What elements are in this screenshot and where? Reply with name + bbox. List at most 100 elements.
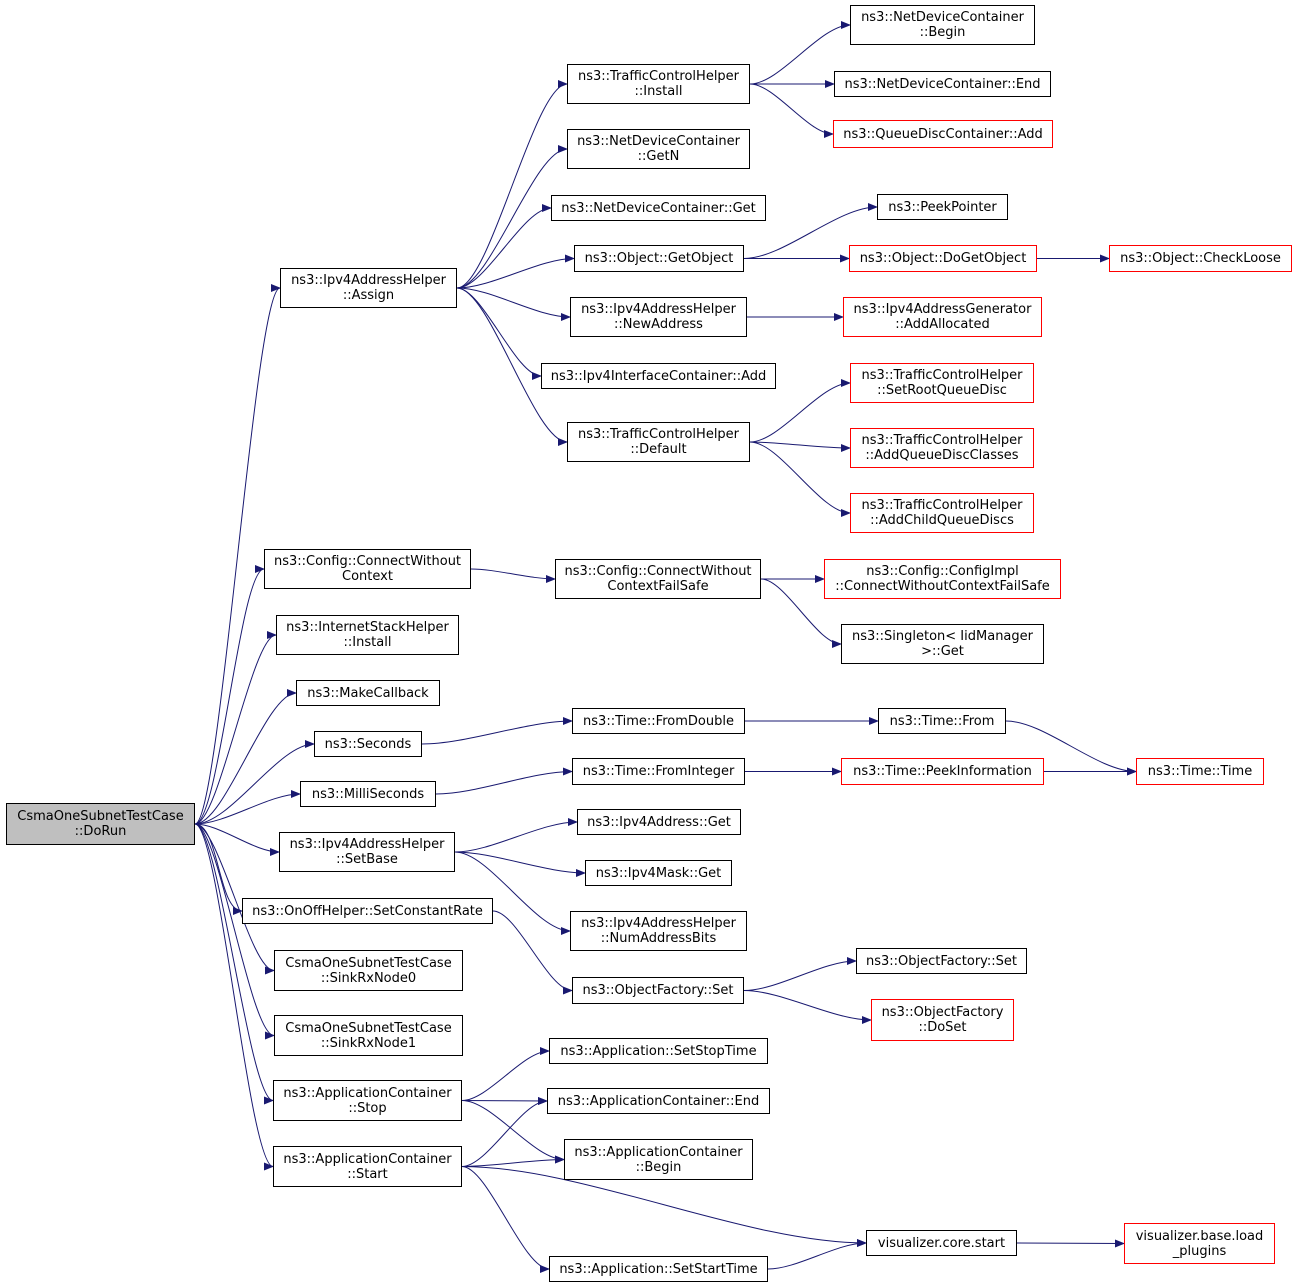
node-label: Context (342, 569, 393, 584)
edge-tch-install-to-qdc-add (749, 83, 834, 138)
node-label: ::GetN (637, 149, 680, 164)
node-obj-dogetobject[interactable]: ns3::Object::DoGetObject (849, 245, 1037, 272)
node-label: ns3::ApplicationContainer (283, 1151, 452, 1167)
node-label: ns3::ObjectFactory::Set (582, 983, 734, 998)
node-ipv4-newaddress[interactable]: ns3::Ipv4AddressHelper::NewAddress (570, 297, 747, 337)
node-label: ContextFailSafe (607, 579, 709, 594)
node-label: ns3::Config::ConnectWithout (273, 554, 462, 569)
edge-root-to-seconds (194, 740, 315, 825)
node-label: ns3::InternetStackHelper (286, 620, 449, 635)
node-label: ::DoRun (74, 824, 127, 839)
node-ac-begin[interactable]: ns3::ApplicationContainer::Begin (564, 1139, 753, 1180)
node-ipv4-assign[interactable]: ns3::Ipv4AddressHelper::Assign (280, 268, 457, 308)
node-label: ns3::Config::ConnectWithout (564, 564, 752, 579)
node-configimpl-cwcfs[interactable]: ns3::Config::ConfigImpl::ConnectWithoutC… (824, 559, 1061, 599)
node-label: ns3::Time::PeekInformation (853, 764, 1032, 779)
node-label: ns3::MakeCallback (307, 685, 429, 701)
edge-obj-getobject-to-peekpointer (743, 203, 878, 259)
node-label: ns3::ObjectFactory::Set (865, 953, 1018, 969)
node-ipv4gen-addallocated[interactable]: ns3::Ipv4AddressGenerator::AddAllocated (843, 297, 1042, 337)
node-sink0[interactable]: CsmaOneSubnetTestCase::SinkRxNode0 (274, 950, 463, 991)
node-ac-start[interactable]: ns3::ApplicationContainer::Start (273, 1146, 462, 1187)
edge-root-to-ac-stop (194, 823, 274, 1105)
node-ish-install[interactable]: ns3::InternetStackHelper::Install (276, 615, 459, 655)
node-label: ns3::Ipv4Address::Get (587, 814, 731, 830)
edge-ipv4-assign-to-tch-default (456, 287, 568, 446)
node-viz-load[interactable]: visualizer.base.load_plugins (1124, 1223, 1275, 1264)
node-label: ns3::TrafficControlHelper (577, 69, 740, 84)
node-peekpointer[interactable]: ns3::PeekPointer (877, 194, 1008, 220)
node-time-from[interactable]: ns3::Time::From (878, 708, 1006, 734)
node-label: ::SinkRxNode0 (320, 970, 417, 986)
node-label: ns3::Ipv4AddressGenerator (853, 302, 1032, 317)
edge-viz-start-to-viz-load (1016, 1239, 1125, 1248)
edge-ipv4-assign-to-ndc-get (456, 204, 552, 289)
node-label: ns3::MilliSeconds (311, 786, 425, 802)
node-time-frominteger[interactable]: ns3::Time::FromInteger (572, 758, 745, 785)
node-ac-end[interactable]: ns3::ApplicationContainer::End (547, 1088, 770, 1114)
edge-ipv4-assign-to-ipv4-newaddress (456, 287, 571, 321)
edge-root-to-makecallback (194, 689, 297, 825)
node-label: ns3::Application::SetStartTime (559, 1261, 758, 1277)
node-label: ::AddAllocated (895, 317, 990, 332)
edge-app-setstart-to-viz-start (767, 1239, 867, 1270)
node-ipv4-numaddrbits[interactable]: ns3::Ipv4AddressHelper::NumAddressBits (570, 911, 747, 951)
node-tch-install[interactable]: ns3::TrafficControlHelper::Install (567, 64, 750, 104)
node-ndc-begin[interactable]: ns3::NetDeviceContainer::Begin (850, 5, 1035, 45)
node-tch-setroot[interactable]: ns3::TrafficControlHelper::SetRootQueueD… (850, 363, 1034, 403)
node-ndc-getn[interactable]: ns3::NetDeviceContainer::GetN (567, 129, 750, 169)
node-of-set-b[interactable]: ns3::ObjectFactory::Set (856, 948, 1027, 974)
node-of-doset[interactable]: ns3::ObjectFactory::DoSet (871, 999, 1014, 1041)
node-tch-default[interactable]: ns3::TrafficControlHelper::Default (567, 422, 750, 462)
edge-ipv4-setbase-to-ipv4addr-get (454, 818, 578, 853)
node-obj-getobject[interactable]: ns3::Object::GetObject (574, 245, 744, 272)
node-label: ns3::Time::FromDouble (583, 713, 734, 729)
node-label: CsmaOneSubnetTestCase (285, 1020, 452, 1036)
node-ipv4-setbase[interactable]: ns3::Ipv4AddressHelper::SetBase (279, 832, 455, 872)
node-label: ::SetBase (336, 852, 398, 867)
node-label: ::ConnectWithoutContextFailSafe (835, 579, 1050, 594)
node-time-time[interactable]: ns3::Time::Time (1136, 758, 1264, 785)
node-ipv4mask-get[interactable]: ns3::Ipv4Mask::Get (585, 860, 732, 886)
node-obj-checkloose[interactable]: ns3::Object::CheckLoose (1109, 245, 1292, 272)
node-milliseconds[interactable]: ns3::MilliSeconds (300, 781, 436, 807)
node-viz-start[interactable]: visualizer.core.start (866, 1230, 1017, 1256)
edge-root-to-sink1 (194, 823, 275, 1040)
node-ipv4addr-get[interactable]: ns3::Ipv4Address::Get (577, 809, 741, 835)
node-label: ns3::Object::DoGetObject (859, 251, 1027, 266)
node-label: ns3::Application::SetStopTime (560, 1043, 757, 1059)
node-label: ns3::Ipv4AddressHelper (289, 837, 445, 852)
node-label: ns3::TrafficControlHelper (861, 498, 1023, 513)
node-seconds[interactable]: ns3::Seconds (314, 731, 422, 757)
node-ndc-end[interactable]: ns3::NetDeviceContainer::End (834, 71, 1051, 97)
node-label: ns3::NetDeviceContainer (861, 10, 1024, 25)
node-of-set-a[interactable]: ns3::ObjectFactory::Set (572, 977, 744, 1004)
node-ipv4ic-add[interactable]: ns3::Ipv4InterfaceContainer::Add (541, 363, 776, 389)
node-time-fromdouble[interactable]: ns3::Time::FromDouble (572, 708, 745, 734)
node-ndc-get[interactable]: ns3::NetDeviceContainer::Get (551, 195, 766, 221)
node-singleton-get[interactable]: ns3::Singleton< IidManager>::Get (841, 624, 1044, 664)
node-label: ns3::TrafficControlHelper (861, 433, 1023, 448)
node-app-setstop[interactable]: ns3::Application::SetStopTime (549, 1038, 768, 1064)
node-label: ns3::Config::ConfigImpl (866, 564, 1019, 579)
node-label: ns3::Ipv4AddressHelper (581, 916, 736, 931)
node-time-peekinfo[interactable]: ns3::Time::PeekInformation (841, 758, 1044, 785)
node-label: ns3::Time::FromInteger (582, 764, 735, 779)
node-label: ns3::Ipv4AddressHelper (291, 273, 446, 288)
node-label: ns3::NetDeviceContainer::End (844, 76, 1041, 92)
node-app-setstart[interactable]: ns3::Application::SetStartTime (549, 1256, 768, 1282)
node-onoff-setrate[interactable]: ns3::OnOffHelper::SetConstantRate (242, 898, 493, 924)
node-makecallback[interactable]: ns3::MakeCallback (296, 680, 440, 706)
node-sink1[interactable]: CsmaOneSubnetTestCase::SinkRxNode1 (274, 1015, 463, 1056)
node-label: ::Begin (919, 25, 966, 40)
edge-seconds-to-time-fromdouble (421, 717, 573, 745)
node-label: ns3::ObjectFactory (881, 1005, 1004, 1020)
node-ac-stop[interactable]: ns3::ApplicationContainer::Stop (273, 1080, 462, 1121)
node-tch-addclasses[interactable]: ns3::TrafficControlHelper::AddQueueDiscC… (850, 428, 1034, 468)
node-label: ::Default (630, 442, 687, 457)
node-qdc-add[interactable]: ns3::QueueDiscContainer::Add (833, 120, 1053, 148)
node-label: ns3::ApplicationContainer (283, 1085, 452, 1101)
node-tch-addchild[interactable]: ns3::TrafficControlHelper::AddChildQueue… (850, 493, 1034, 533)
